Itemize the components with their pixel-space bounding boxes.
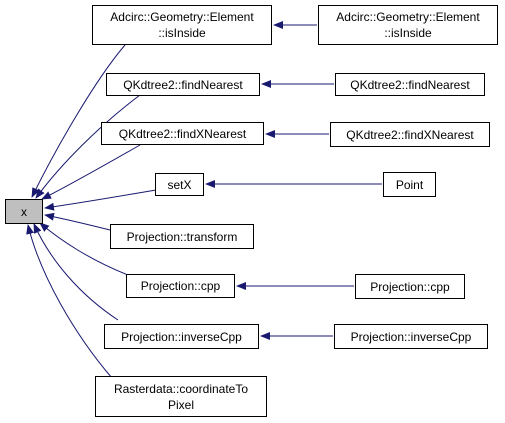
node-qkdtree2-findxnearest[interactable]: QKdtree2::findXNearest (101, 122, 264, 145)
focus-node-label: x (21, 204, 27, 219)
node-label: QKdtree2::findXNearest (118, 126, 247, 141)
node-qkdtree2-findnearest-right[interactable]: QKdtree2::findNearest (335, 73, 485, 96)
node-label: Projection::cpp (140, 279, 221, 293)
node-label: Projection::transform (126, 229, 238, 244)
node-label: Projection::inverseCpp (350, 329, 472, 344)
node-projection-inversecpp-right[interactable]: Projection::inverseCpp (334, 324, 488, 349)
node-qkdtree2-findxnearest-right[interactable]: QKdtree2::findXNearest (330, 122, 490, 147)
node-projection-cpp[interactable]: Projection::cpp (126, 274, 235, 298)
node-label: setX (167, 177, 192, 192)
edge-cpp-to-x (39, 222, 129, 276)
node-setx[interactable]: setX (155, 173, 204, 196)
node-label: Rasterdata::coordinateTo Pixel (113, 381, 249, 412)
edge-transform-to-x (44, 212, 111, 231)
node-projection-inversecpp[interactable]: Projection::inverseCpp (104, 324, 259, 349)
node-adcirc-isinside[interactable]: Adcirc::Geometry::Element ::isInside (92, 5, 272, 45)
edge-inversecpp-to-x (33, 223, 119, 321)
node-projection-transform[interactable]: Projection::transform (110, 224, 254, 249)
node-label: Adcirc::Geometry::Element ::isInside (110, 10, 254, 40)
node-rasterdata-coordinatetopixel[interactable]: Rasterdata::coordinateTo Pixel (95, 376, 267, 417)
focus-node-x: x (5, 199, 43, 224)
node-label: Point (395, 177, 424, 192)
node-point[interactable]: Point (383, 172, 436, 197)
edge-qk-nearest-to-x (35, 94, 141, 199)
node-label: Projection::cpp (370, 279, 450, 294)
edge-setx-to-x (44, 189, 157, 211)
node-label: Adcirc::Geometry::Element ::isInside (336, 10, 480, 40)
node-adcirc-isinside-right[interactable]: Adcirc::Geometry::Element ::isInside (318, 5, 498, 45)
edge-raster-to-x (26, 224, 113, 379)
edge-qk-xnearest-to-x (41, 144, 141, 200)
node-label: Projection::inverseCpp (121, 329, 242, 344)
edge-adcirc-to-x (31, 44, 126, 198)
node-label: QKdtree2::findXNearest (346, 127, 474, 142)
node-label: QKdtree2::findNearest (123, 77, 243, 92)
node-label: QKdtree2::findNearest (350, 77, 470, 92)
node-projection-cpp-right[interactable]: Projection::cpp (355, 274, 465, 299)
node-qkdtree2-findnearest[interactable]: QKdtree2::findNearest (106, 73, 260, 96)
